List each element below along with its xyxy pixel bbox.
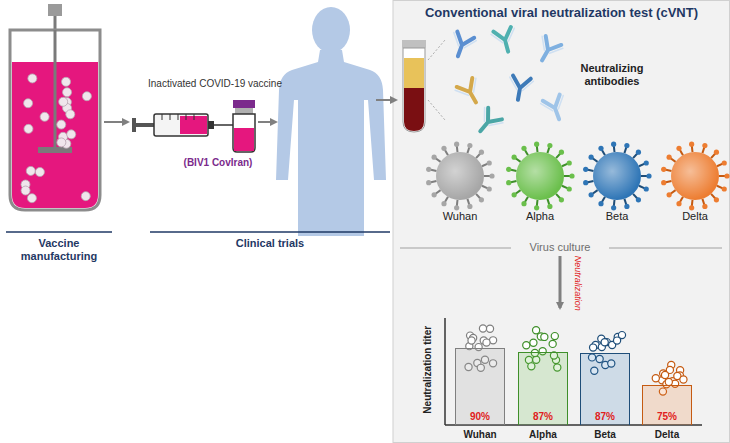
bar: 87% — [518, 352, 568, 425]
blood-tube — [402, 40, 426, 132]
antibodies — [447, 26, 571, 139]
panel-title: Conventional viral neutralization test (… — [393, 6, 730, 21]
axis-label: Wuhan — [450, 429, 510, 441]
virus-particles — [426, 142, 730, 211]
flow-arrow — [376, 99, 396, 101]
stage-label: Clinical trials — [170, 237, 370, 250]
section-rule — [150, 231, 390, 233]
percent-label: 87% — [581, 411, 629, 423]
axis-label: Beta — [575, 429, 635, 441]
section-rule — [6, 231, 112, 233]
variant-label: Beta — [582, 210, 652, 223]
syringe — [132, 114, 236, 136]
axis-label: Delta — [637, 429, 697, 441]
neutralization-arrow — [559, 256, 562, 308]
flow-arrow — [258, 121, 276, 123]
variant-label: Delta — [665, 210, 725, 223]
panel-ground — [393, 1, 730, 443]
drug-label: Inactivated COVID-19 vaccine — [135, 78, 295, 90]
axis-label: Alpha — [513, 429, 573, 441]
vaccine-name: (BIV1 CovIran) — [163, 157, 273, 169]
bar: 87% — [580, 353, 630, 425]
bar: 90% — [455, 348, 505, 425]
step-label: Virus culture — [511, 241, 609, 254]
axis-title: Neutralization titer — [422, 310, 434, 430]
bioreactor — [10, 4, 100, 210]
human-silhouette — [276, 7, 386, 236]
antibody-label: Neutralizing antibodies — [564, 62, 660, 87]
bar: 75% — [642, 385, 692, 425]
variant-label: Alpha — [505, 210, 575, 223]
step-label: Neutralization — [573, 238, 583, 328]
leader-line — [428, 40, 445, 60]
variant-label: Wuhan — [425, 210, 495, 223]
percent-label: 75% — [643, 411, 691, 423]
stage-label: Vaccine manufacturing — [0, 237, 118, 262]
leader-line — [428, 100, 445, 120]
flow-arrow — [104, 121, 128, 123]
y-axis — [444, 318, 446, 425]
percent-label: 87% — [519, 411, 567, 423]
percent-label: 90% — [456, 411, 504, 423]
vaccine-vial — [233, 100, 255, 152]
